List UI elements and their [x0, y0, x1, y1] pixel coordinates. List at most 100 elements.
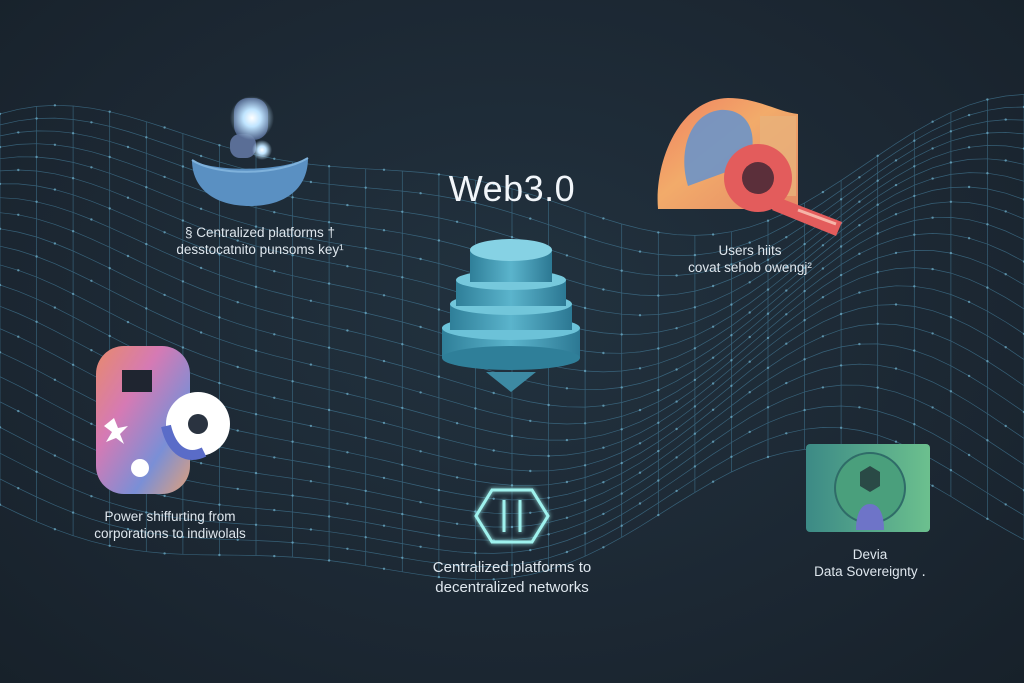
mesh-node — [254, 413, 258, 416]
mesh-node — [90, 422, 93, 425]
mesh-node — [876, 232, 879, 235]
mesh-node — [218, 553, 221, 557]
mesh-node — [236, 365, 239, 369]
mesh-node — [17, 269, 20, 272]
mesh-node — [199, 154, 203, 158]
mesh-node — [913, 139, 916, 142]
mesh-node — [748, 311, 751, 314]
mesh-node — [949, 251, 953, 255]
mesh-node — [894, 213, 898, 216]
mesh-node — [474, 551, 477, 555]
mesh-node — [401, 556, 404, 559]
mesh-node — [986, 172, 989, 175]
mesh-node — [419, 391, 422, 394]
mesh-node — [967, 300, 971, 304]
mesh-node — [803, 408, 806, 412]
mesh-node — [309, 299, 313, 302]
mesh-node — [492, 449, 495, 452]
mesh-node — [108, 207, 111, 210]
mesh-node — [949, 390, 953, 393]
mesh-node — [108, 110, 111, 113]
mesh-node — [620, 269, 623, 272]
mesh-node — [583, 306, 587, 310]
mesh-node — [145, 511, 148, 514]
mesh-node — [35, 470, 38, 473]
mesh-node — [90, 121, 93, 124]
mesh-node — [913, 194, 916, 198]
mesh-node — [876, 203, 879, 206]
mesh-node — [748, 391, 751, 394]
mesh-node — [437, 239, 441, 242]
mesh-node — [291, 494, 294, 497]
mesh-node — [309, 180, 313, 184]
person-bowl-icon — [191, 96, 309, 206]
mesh-node — [309, 480, 313, 483]
mesh-node — [53, 143, 57, 146]
mesh-node — [638, 502, 642, 505]
caption-line: decentralized networks — [435, 579, 589, 596]
mesh-node — [949, 469, 953, 472]
mesh-node — [894, 251, 898, 255]
mesh-node — [291, 254, 294, 257]
mesh-node — [254, 225, 258, 228]
mesh-node — [949, 161, 953, 164]
mesh-node — [748, 430, 751, 434]
mesh-node — [71, 511, 75, 514]
caption-top-right: Users hiits covat sehob owengj² — [650, 242, 850, 276]
mesh-node — [876, 154, 879, 157]
mesh-node — [35, 320, 38, 323]
mesh-node — [108, 267, 111, 270]
mesh-node — [419, 192, 422, 195]
mesh-node — [419, 325, 422, 329]
mesh-node — [90, 349, 93, 352]
mesh-node — [364, 247, 367, 250]
mesh-node — [547, 403, 550, 407]
mesh-node — [949, 316, 953, 319]
mesh-node — [474, 201, 477, 205]
mesh-node — [748, 360, 751, 363]
mesh-node — [382, 359, 386, 363]
mesh-node — [711, 356, 715, 359]
mesh-node — [693, 465, 697, 468]
mesh-node — [327, 465, 331, 468]
mesh-node — [291, 541, 294, 544]
mesh-node — [35, 155, 38, 159]
mesh-node — [565, 480, 569, 484]
mesh-node — [931, 332, 934, 335]
mesh-node — [858, 252, 861, 255]
mesh-node — [657, 449, 660, 453]
mesh-node — [126, 145, 130, 149]
mesh-node — [986, 131, 989, 135]
mesh-node — [218, 381, 221, 385]
mesh-node — [53, 242, 57, 245]
mesh-node — [437, 488, 441, 492]
mesh-node — [638, 367, 642, 370]
mesh-node — [163, 293, 166, 297]
mesh-node — [711, 440, 715, 443]
mesh-node — [766, 219, 770, 222]
mesh-node — [565, 254, 569, 257]
mesh-node — [839, 198, 843, 201]
mesh-node — [218, 253, 221, 256]
mesh-node — [1004, 273, 1007, 276]
mesh-node — [693, 378, 697, 382]
mesh-node — [163, 494, 166, 498]
mesh-node — [657, 231, 660, 234]
mesh-node — [17, 168, 20, 172]
mesh-node — [766, 336, 770, 340]
mesh-node — [547, 533, 550, 536]
mesh-node — [218, 316, 221, 319]
mesh-node — [71, 363, 75, 366]
mesh-node — [327, 559, 331, 562]
mesh-node — [382, 168, 386, 171]
mesh-node — [803, 242, 806, 246]
mesh-node — [364, 436, 367, 439]
mesh-node — [949, 130, 953, 133]
mesh-node — [620, 492, 623, 495]
mesh-node — [785, 265, 788, 268]
mesh-node — [839, 312, 843, 316]
mesh-node — [17, 487, 20, 490]
mesh-node — [474, 463, 477, 466]
mesh-node — [986, 98, 989, 101]
hexagon-link-icon — [474, 488, 550, 544]
